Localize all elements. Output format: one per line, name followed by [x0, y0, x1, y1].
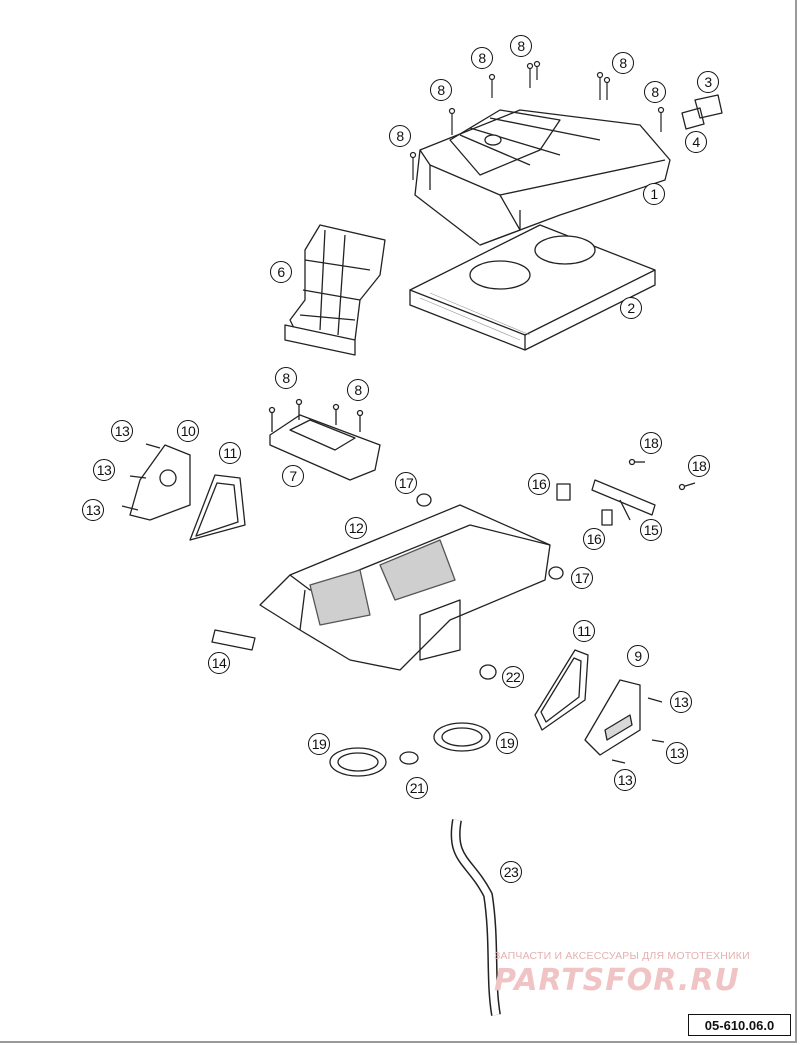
callout-12: 12 — [345, 517, 367, 539]
gasket-part-11-left — [189, 474, 246, 541]
callout-16: 16 — [528, 473, 550, 495]
gasket-part-11-right — [534, 649, 589, 731]
callout-4: 4 — [685, 131, 707, 153]
callout-8: 8 — [275, 367, 297, 389]
seals-part-19 — [329, 722, 491, 777]
callout-14: 14 — [208, 652, 230, 674]
callout-8: 8 — [471, 47, 493, 69]
air-filter-part-2 — [409, 224, 656, 351]
callout-19: 19 — [308, 733, 330, 755]
callout-2: 2 — [620, 297, 642, 319]
callout-8: 8 — [510, 35, 532, 57]
plug-part-21 — [399, 751, 419, 765]
callout-13: 13 — [93, 459, 115, 481]
callout-13: 13 — [82, 499, 104, 521]
callout-8: 8 — [347, 379, 369, 401]
callout-13: 13 — [614, 769, 636, 791]
callout-8: 8 — [430, 79, 452, 101]
bolts-part-8-top — [409, 60, 665, 180]
diagram-code-label: 05-610.06.0 — [688, 1014, 791, 1036]
callout-18: 18 — [640, 432, 662, 454]
clips-part-16 — [556, 483, 613, 526]
watermark-caption: ЗАПЧАСТИ И АКСЕССУАРЫ ДЛЯ МОТОТЕХНИКИ — [494, 950, 750, 962]
callout-16: 16 — [583, 528, 605, 550]
callout-8: 8 — [389, 125, 411, 147]
callout-13: 13 — [111, 420, 133, 442]
callout-11: 11 — [219, 442, 241, 464]
watermark-logo: PARTSFOR.RU — [494, 963, 740, 998]
airbox-cover-part-1 — [414, 109, 671, 246]
airbox-lower-part-12 — [211, 504, 551, 671]
cap-part-3-gasket-part-4 — [681, 94, 723, 130]
callout-13: 13 — [670, 691, 692, 713]
screws-part-18 — [628, 458, 696, 491]
callout-17: 17 — [395, 472, 417, 494]
callout-8: 8 — [612, 52, 634, 74]
callout-6: 6 — [270, 261, 292, 283]
callout-19: 19 — [496, 732, 518, 754]
callout-7: 7 — [282, 465, 304, 487]
fitting-part-22 — [479, 664, 497, 680]
bracket-part-15 — [591, 479, 656, 521]
callout-1: 1 — [643, 183, 665, 205]
callout-21: 21 — [406, 777, 428, 799]
callout-18: 18 — [688, 455, 710, 477]
intake-boot-part-6 — [284, 224, 386, 356]
callout-9: 9 — [627, 645, 649, 667]
callout-3: 3 — [697, 71, 719, 93]
callout-15: 15 — [640, 519, 662, 541]
grommets-part-17 — [416, 493, 564, 580]
callout-22: 22 — [502, 666, 524, 688]
bracket-part-10 — [121, 443, 191, 521]
callout-23: 23 — [500, 861, 522, 883]
bracket-part-9 — [584, 679, 665, 764]
flange-part-7 — [268, 398, 381, 481]
callout-11: 11 — [573, 620, 595, 642]
callout-10: 10 — [177, 420, 199, 442]
callout-8: 8 — [644, 81, 666, 103]
callout-13: 13 — [666, 742, 688, 764]
callout-17: 17 — [571, 567, 593, 589]
